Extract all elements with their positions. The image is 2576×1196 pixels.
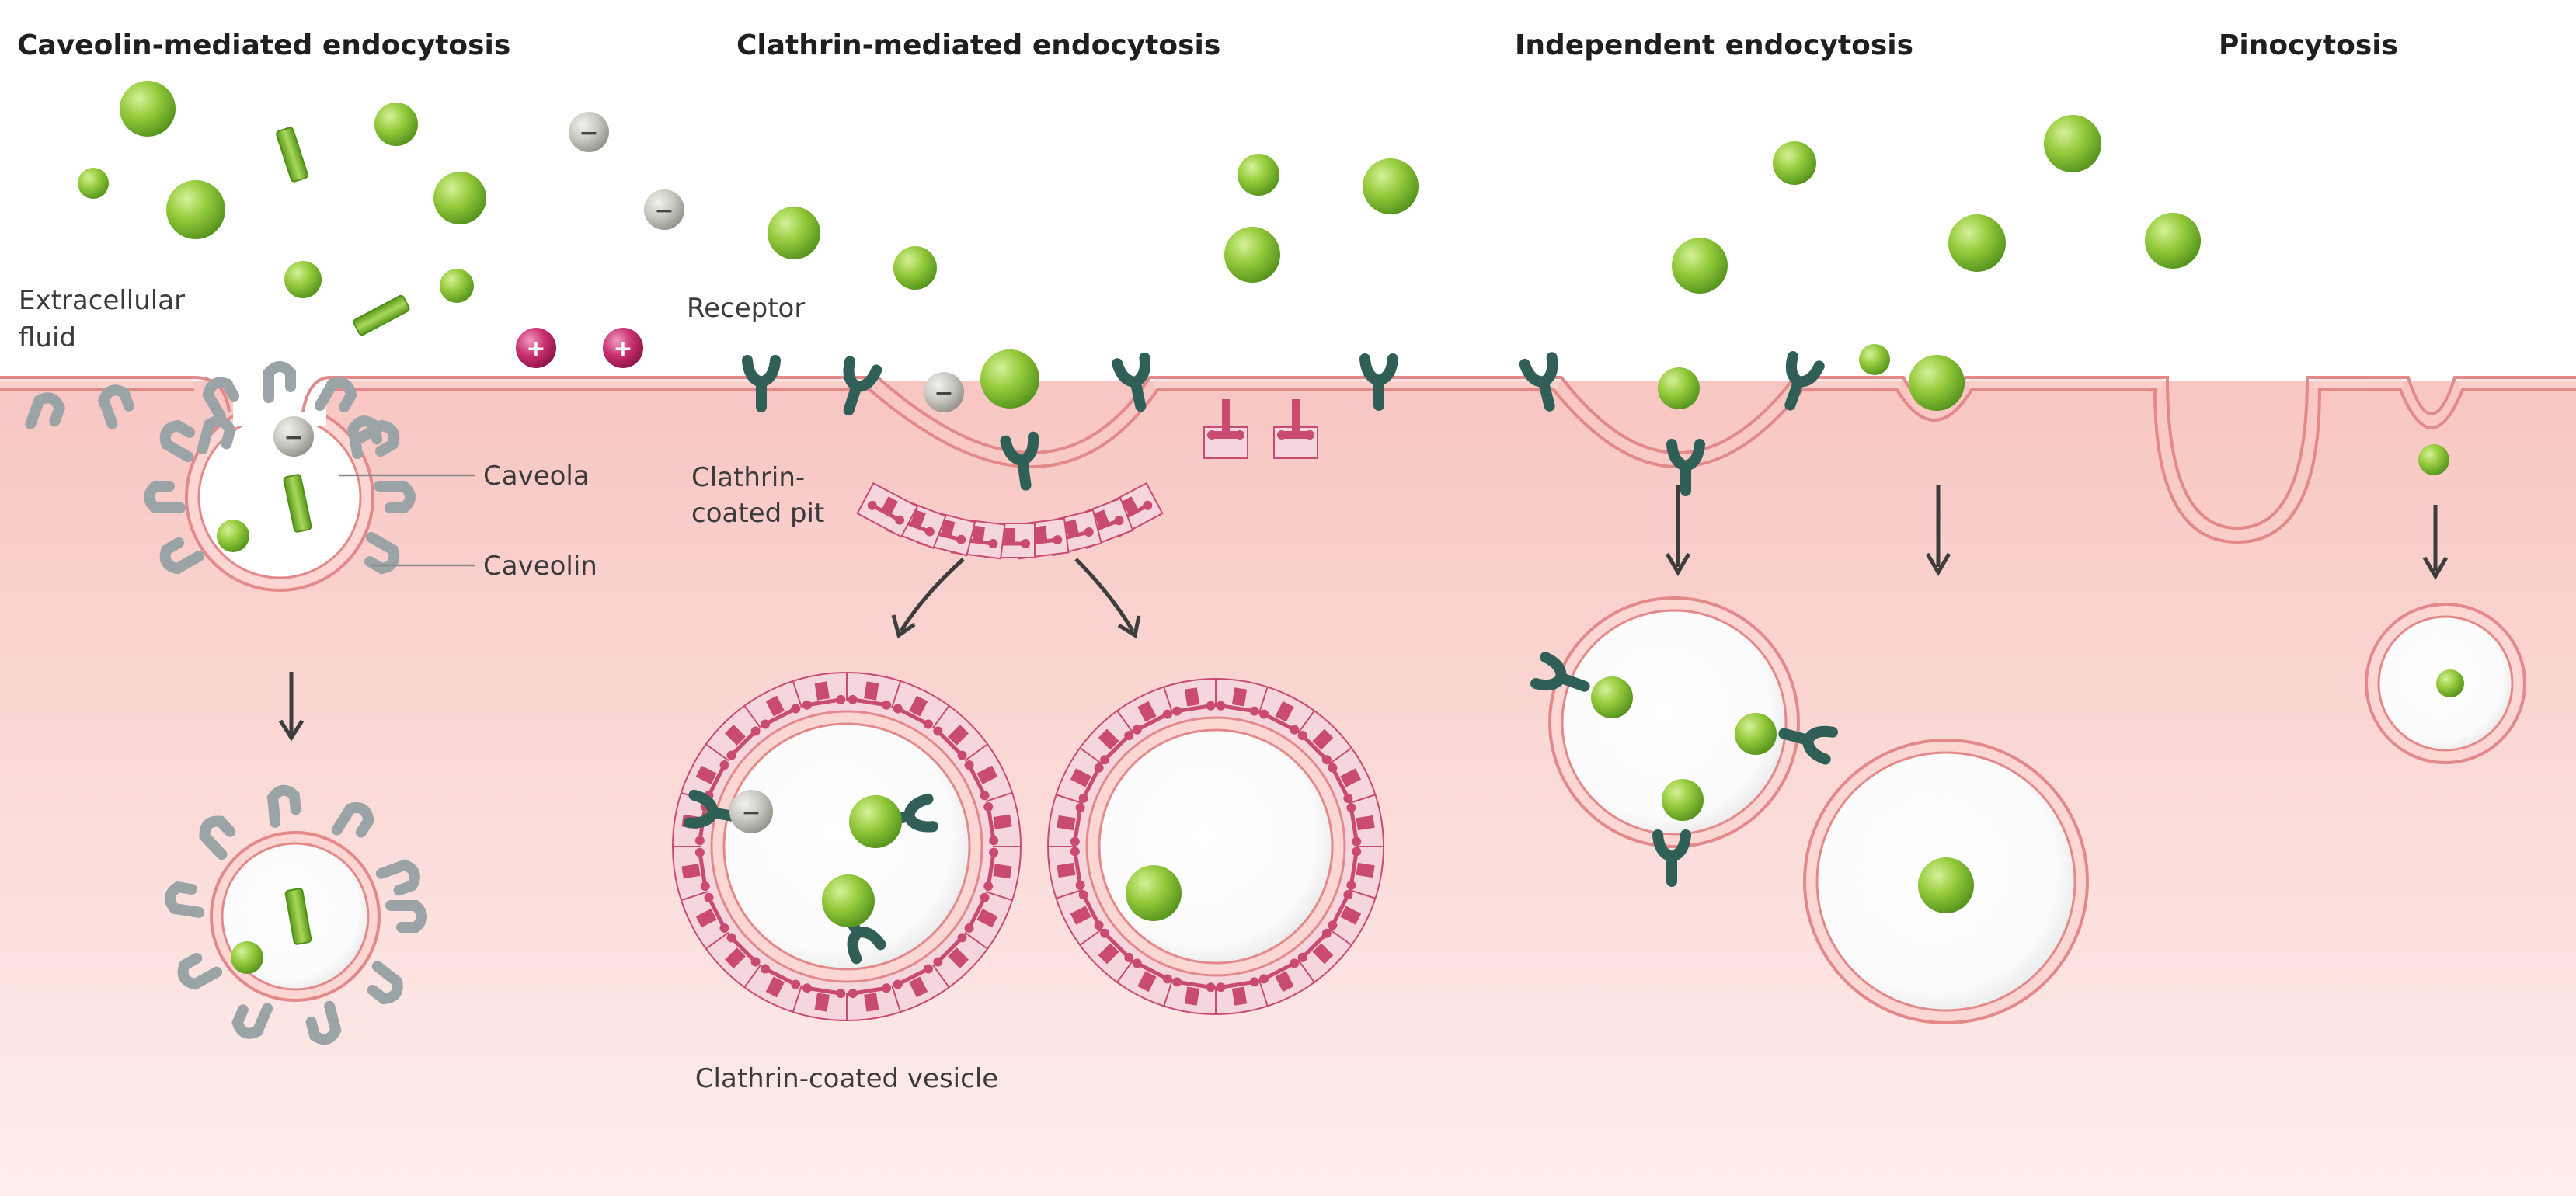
cargo-particle <box>433 172 486 224</box>
cargo-particle <box>440 269 474 303</box>
cargo-particle <box>980 349 1039 409</box>
negative-particle <box>273 416 314 457</box>
cargo-particle <box>78 168 109 199</box>
negative-particle <box>644 189 684 230</box>
cargo-particle <box>1859 344 1890 375</box>
cargo-particle <box>120 81 176 137</box>
caveolin-proteins <box>25 361 416 575</box>
cargo-particle <box>1658 367 1700 409</box>
cargo-particle <box>1238 154 1279 196</box>
cargo-particle <box>1126 865 1182 921</box>
cargo-particle <box>2436 669 2464 697</box>
cargo-particle <box>1224 227 1280 283</box>
cargo-particle <box>849 795 902 848</box>
receptor <box>1784 351 1825 411</box>
cargo-particle <box>2044 115 2101 172</box>
cargo-particle <box>1773 141 1816 185</box>
negative-particles: − − − − − <box>273 112 964 833</box>
cargo-particle <box>166 180 225 239</box>
cargo-particle <box>768 207 820 259</box>
receptor <box>1112 352 1150 412</box>
cargo-particle <box>1918 857 1974 913</box>
cargo-particle <box>1735 713 1777 755</box>
clathrin-coated-pit-coat <box>856 482 1164 560</box>
leader-lines <box>339 474 475 567</box>
negative-sign: − <box>654 197 674 224</box>
receptor <box>843 356 882 416</box>
cargo-particle <box>217 520 249 552</box>
title-caveolin: Caveolin-mediated endocytosis <box>17 30 510 61</box>
negative-particle <box>569 112 609 152</box>
independent-vesicle-large <box>1548 596 1800 848</box>
positive-particle <box>603 328 643 368</box>
negative-sign: − <box>741 799 761 826</box>
title-independent: Independent endocytosis <box>1515 30 1913 61</box>
negative-sign: − <box>934 380 953 407</box>
positive-particle <box>516 328 556 368</box>
receptor <box>742 355 781 412</box>
label-extracellular-fluid: Extracellular <box>19 285 185 316</box>
positive-particles: + + <box>516 328 643 368</box>
free-clathrin <box>1203 399 1318 459</box>
cargo-particle <box>1363 158 1419 214</box>
title-clathrin: Clathrin-mediated endocytosis <box>736 30 1220 61</box>
cargo-particle <box>1591 676 1633 718</box>
label-clathrin-coated-pit-2: coated pit <box>691 498 824 529</box>
receptor <box>1000 431 1039 491</box>
cargo-particle <box>1672 238 1728 294</box>
positive-sign: + <box>526 336 545 363</box>
cargo-particle <box>1948 214 2006 272</box>
label-clathrin-coated-vesicle: Clathrin-coated vesicle <box>695 1063 998 1094</box>
label-extracellular-fluid-2: fluid <box>19 322 76 353</box>
cargo-particle <box>231 941 263 974</box>
cargo-particle <box>284 261 322 298</box>
label-receptor: Receptor <box>687 293 805 324</box>
negative-sign: − <box>284 424 303 451</box>
receptor <box>1778 725 1838 765</box>
cargo-rods <box>276 127 410 945</box>
clathrin-coated-vesicle-2 <box>1047 678 1384 1015</box>
title-pinocytosis: Pinocytosis <box>2219 30 2398 61</box>
negative-particle <box>924 372 964 412</box>
cargo-particle <box>822 874 875 927</box>
cargo-particle <box>374 103 418 146</box>
clathrin-coated-vesicle-1 <box>672 672 1022 1021</box>
process-arrows <box>278 485 2449 742</box>
label-caveola: Caveola <box>483 461 590 492</box>
caveolin-proteins-vesicle <box>164 784 427 1045</box>
label-clathrin-coated-pit-1: Clathrin- <box>691 462 805 493</box>
negative-sign: − <box>579 120 598 147</box>
receptor <box>1666 439 1705 496</box>
cargo-particle <box>1909 355 1965 411</box>
cargo-particle <box>893 246 937 290</box>
receptor <box>1519 352 1558 412</box>
positive-sign: + <box>613 336 632 363</box>
negative-particle <box>729 790 773 833</box>
cargo-particle <box>1662 779 1704 821</box>
label-caveolin: Caveolin <box>483 551 597 582</box>
cargo-particle <box>2418 444 2449 475</box>
cargo-particles <box>78 81 2464 974</box>
receptor <box>1652 829 1691 887</box>
cargo-particle <box>2145 213 2201 269</box>
receptor <box>1359 353 1398 411</box>
membrane-band <box>0 379 2576 388</box>
receptors <box>684 351 1838 965</box>
receptor <box>1530 652 1590 692</box>
